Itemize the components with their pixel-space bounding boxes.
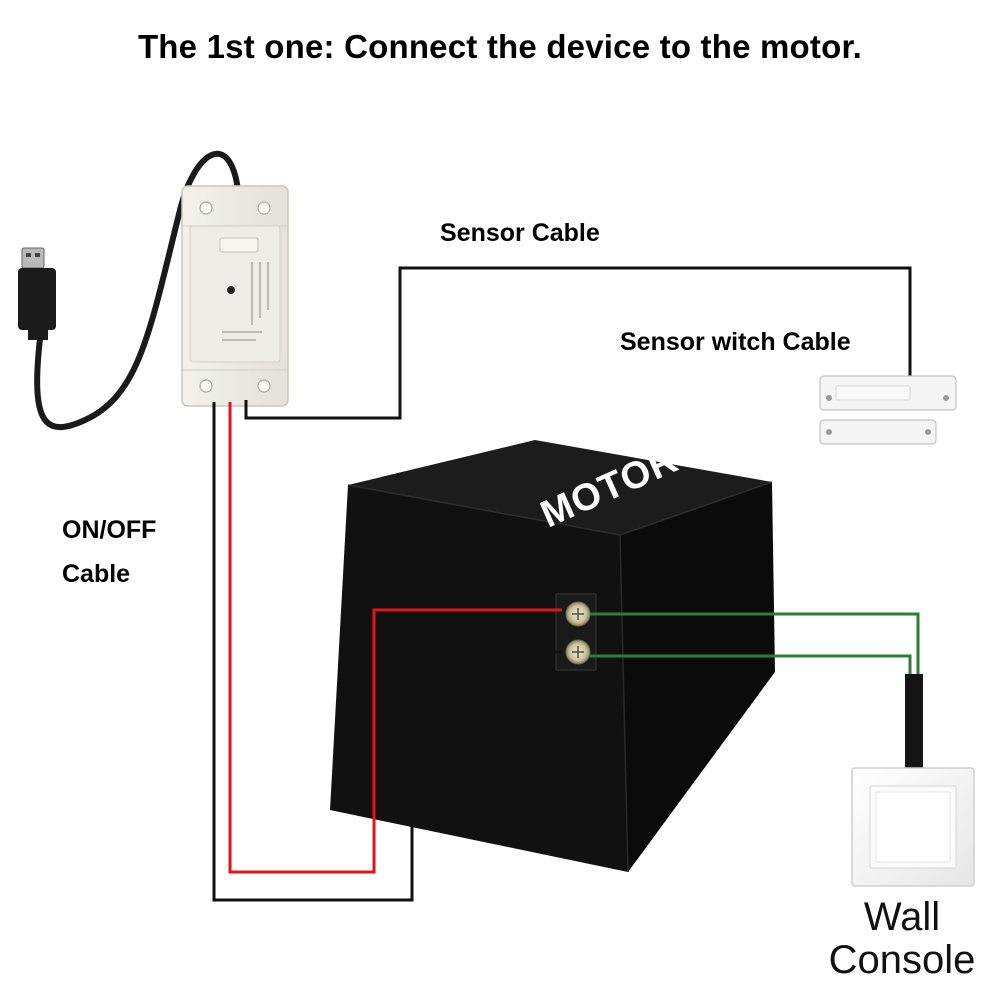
wall-label-line2: Console xyxy=(828,938,976,982)
sensor-switch-cable-label: Sensor witch Cable xyxy=(620,328,851,356)
wall-green-wire-2 xyxy=(590,654,912,676)
sensor-cable-wire xyxy=(244,266,912,420)
motor-box: MOTOR xyxy=(330,439,775,873)
sensor-switch xyxy=(819,375,957,445)
wall-console xyxy=(851,674,975,887)
terminal-block xyxy=(555,593,597,671)
onoff-cable-label: ON/OFF Cable xyxy=(62,508,156,596)
usb-power-cable xyxy=(18,150,241,431)
onoff-label-line1: ON/OFF xyxy=(62,516,157,544)
wall-console-label: Wall Console xyxy=(822,896,982,982)
onoff-red-wire xyxy=(228,402,562,874)
wall-green-wire-1 xyxy=(590,612,920,676)
controller-device xyxy=(181,185,289,407)
onoff-label-line2: Cable xyxy=(62,560,131,588)
wall-label-line1: Wall xyxy=(863,895,941,939)
page-title: The 1st one: Connect the device to the m… xyxy=(137,28,863,65)
onoff-black-wire xyxy=(212,402,562,902)
sensor-cable-label: Sensor Cable xyxy=(440,219,600,247)
